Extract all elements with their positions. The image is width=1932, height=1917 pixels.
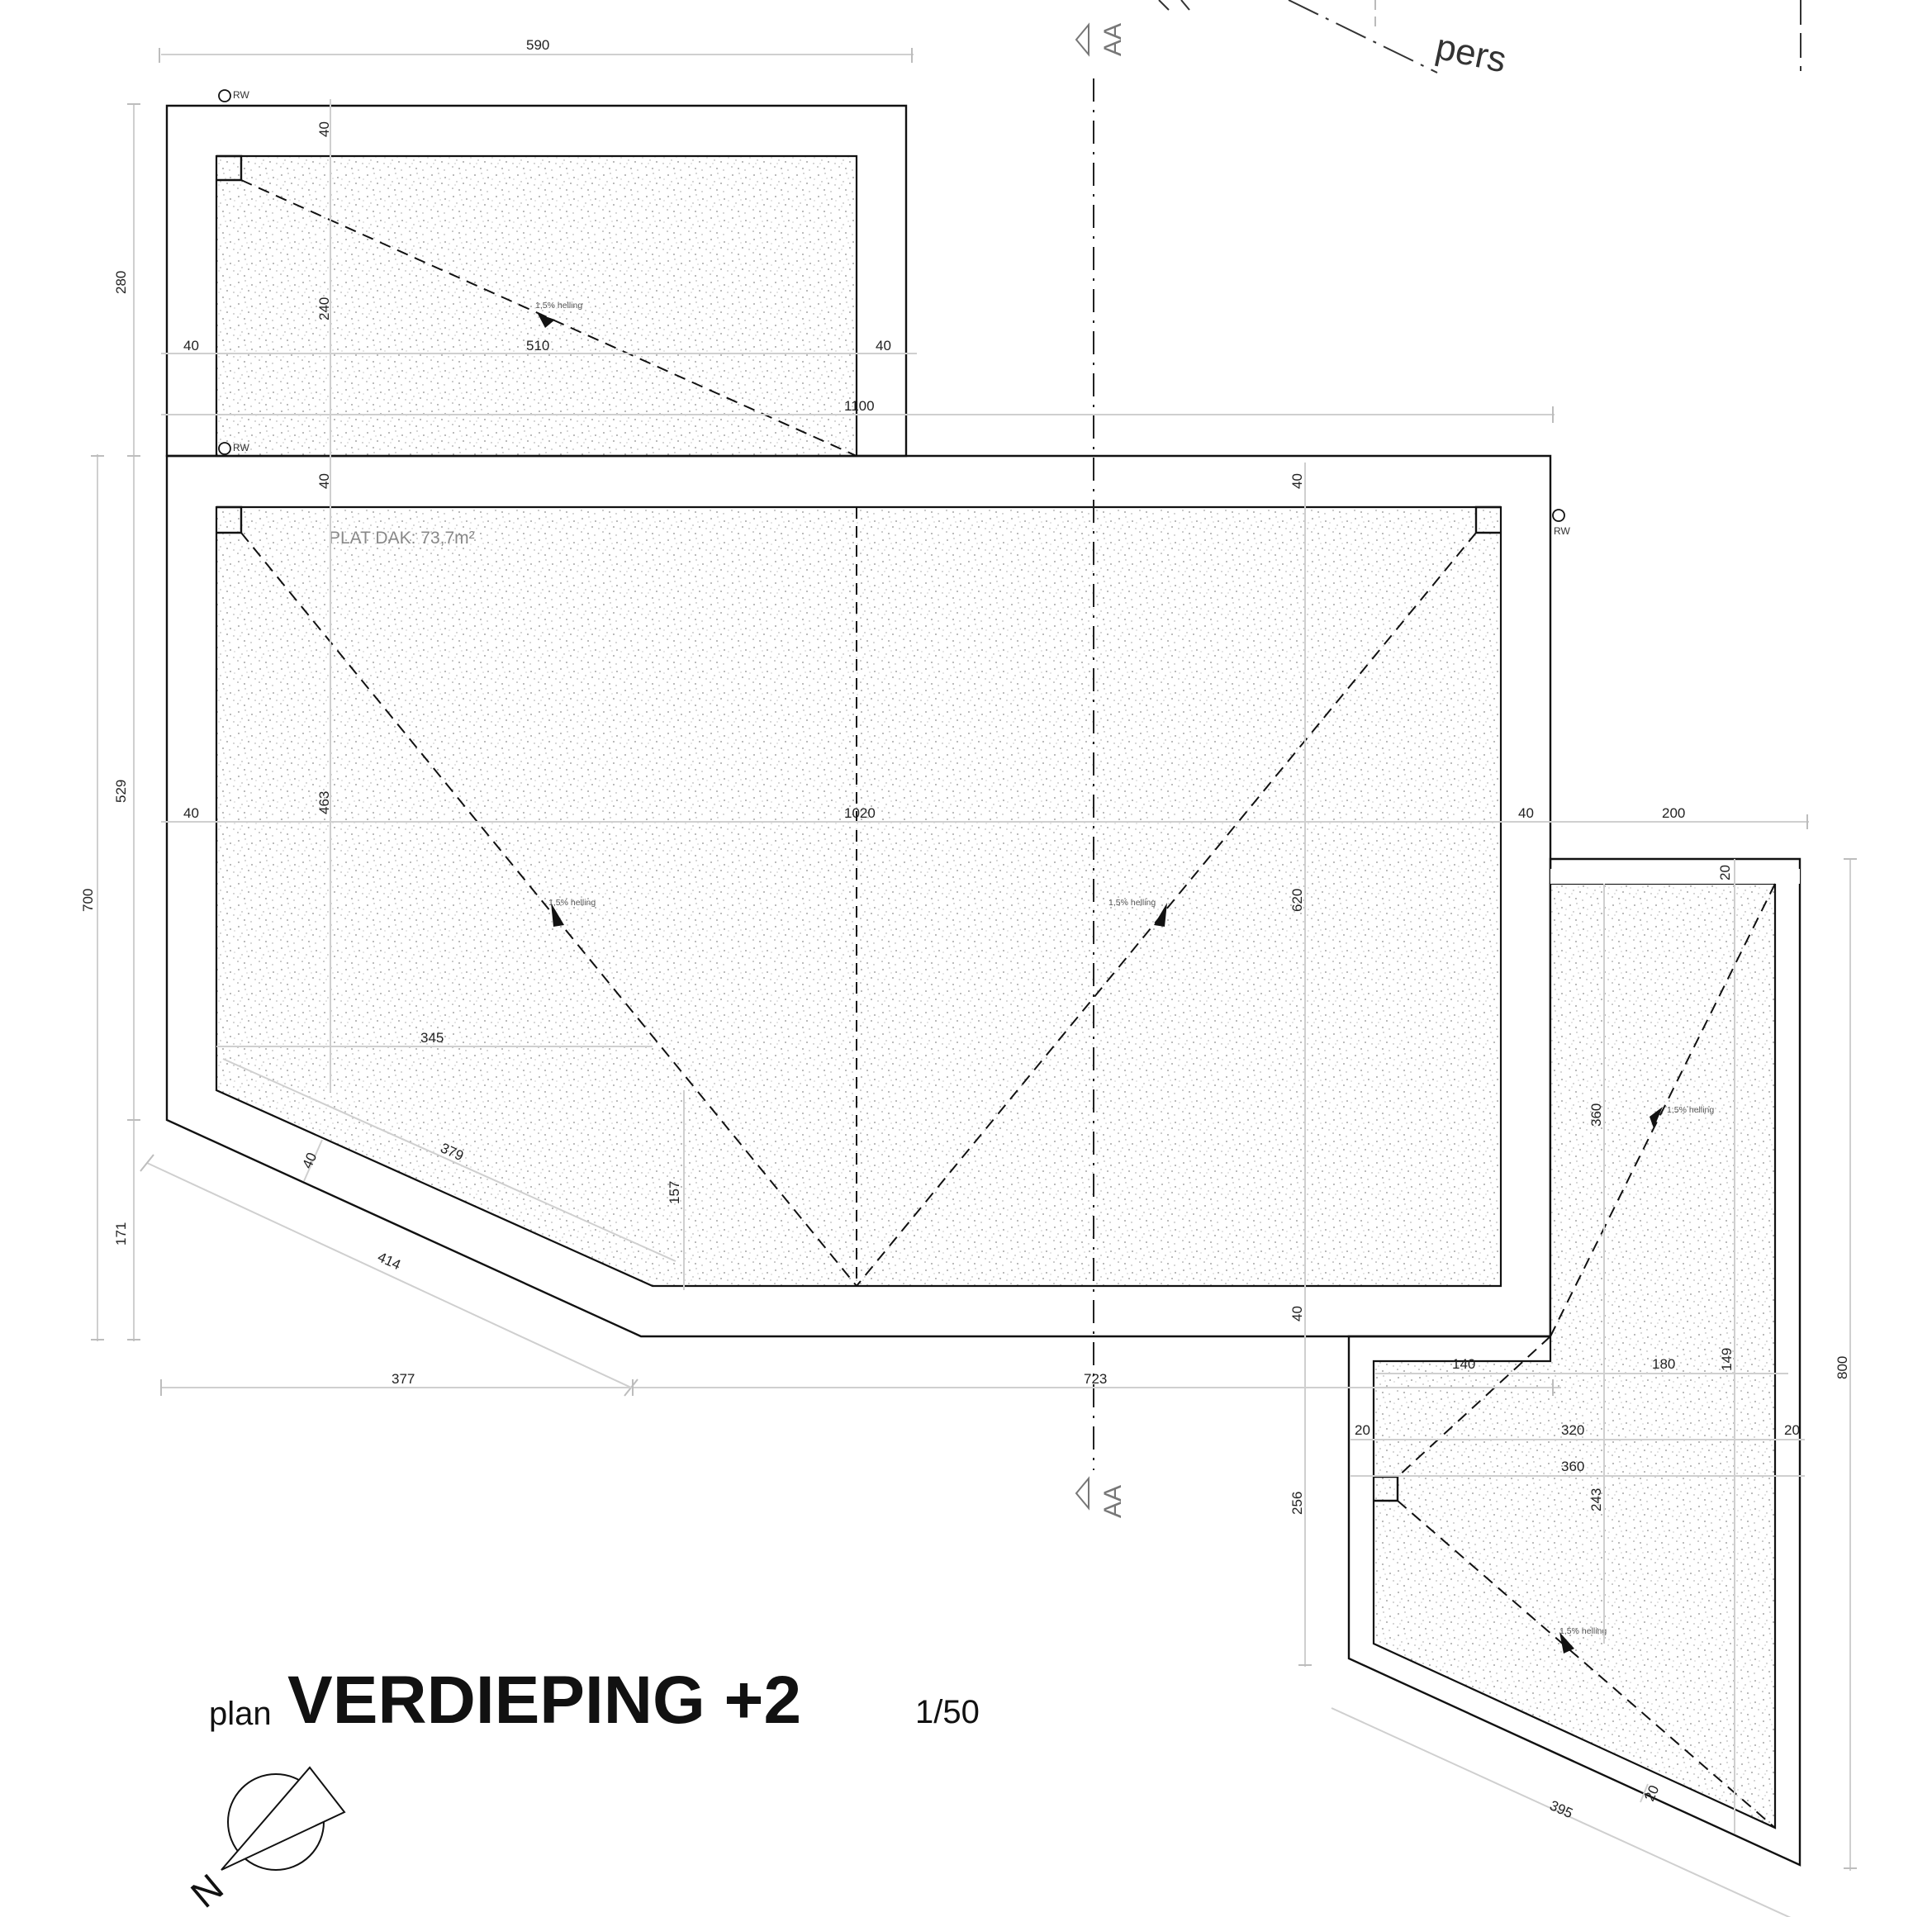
north-label: N [183,1865,231,1915]
north-arrow-icon [221,1766,346,1871]
dim-243: 243 [1588,1488,1604,1511]
perspective-fragment: pers [1158,0,1801,81]
main-slope-line-left [240,532,857,1287]
top-slope-line [240,179,857,457]
section-axis-aa: AA AA [1075,22,1127,1518]
drain-label-right: RW [1554,525,1570,537]
main-slope-label-left: 1,5% helling [548,898,596,908]
dim-mid-right: 40 [1518,805,1534,821]
drain-icon-right [1552,509,1565,522]
right-slope-line-upper-a [1550,883,1776,1337]
right-slope-line-upper-b [1397,1336,1551,1478]
title-scale: 1/50 [915,1694,980,1730]
dim-20-right: 20 [1784,1422,1800,1438]
dim-20-left: 20 [1355,1422,1370,1438]
dim-157: 157 [667,1181,682,1204]
dim-180: 180 [1652,1356,1675,1372]
top-slope-arrow [538,314,555,328]
right-slope-arrow-upper [1650,1107,1663,1128]
rainwater-drains: RW RW RW [218,89,1570,537]
drain-label-top: RW [233,89,249,101]
main-roof-block: 1,5% helling 1,5% helling PLAT DAK: 73,7… [165,454,1552,1338]
drain-icon-top [218,89,231,102]
dim-left-280: 280 [113,271,129,294]
dim-mid-200: 200 [1662,805,1685,821]
dim-r-40-top: 40 [1289,473,1305,489]
section-label-top: AA [1099,23,1127,56]
dim-left-700: 700 [80,889,96,912]
dim-345: 345 [420,1030,444,1046]
dim-left-529: 529 [113,780,129,803]
title-main: VERDIEPING +2 [287,1663,801,1738]
dim-r-40-bottom: 40 [1289,1306,1305,1321]
dim-row1-left: 40 [183,338,199,354]
dim-20-top: 20 [1717,865,1733,880]
dim-320: 320 [1561,1422,1584,1438]
dim-v-40-mid: 40 [316,473,332,489]
dim-total-1100: 1100 [844,398,875,414]
dim-723: 723 [1084,1371,1107,1387]
dimension-texts: 590 280 529 700 171 40 240 40 463 40 510… [80,37,1850,1821]
perspective-label: pers [1432,26,1510,81]
main-slope-arrow-right [1154,903,1167,927]
top-roof-block: 1,5% helling [165,104,908,458]
main-slope-line-right [856,532,1477,1287]
dim-mid-left: 40 [183,805,199,821]
drain-icon-mid [218,442,231,455]
main-roof-surface [215,505,1502,1288]
dim-140: 140 [1452,1356,1475,1372]
right-slope-arrow-lower [1559,1632,1574,1654]
main-roof-corner-mark-left [216,505,243,534]
dim-360-vertical: 360 [1588,1103,1604,1127]
dim-row1-right: 40 [876,338,891,354]
main-roof-outer-wall [165,454,1552,1338]
dim-left-171: 171 [113,1222,129,1246]
right-slope-label-upper: 1,5% helling [1667,1105,1714,1115]
dim-r-620: 620 [1289,889,1305,912]
north-arrow: N [183,1766,346,1916]
dim-v-240: 240 [316,297,332,320]
top-roof-corner-mark [216,154,243,182]
dim-800: 800 [1835,1356,1850,1379]
dim-mid-1020: 1020 [844,805,876,821]
dim-row1-mid: 510 [526,338,549,354]
right-slope-line-lower [1397,1500,1776,1829]
main-slope-label-right: 1,5% helling [1108,898,1156,908]
dim-v-40-top: 40 [316,121,332,137]
main-roof-corner-mark-right [1474,505,1501,534]
title-prefix: plan [209,1696,272,1732]
dimension-lines [91,48,1857,1917]
section-marker-top-icon [1075,22,1089,57]
section-label-bottom: AA [1099,1485,1127,1518]
dim-360-horizontal: 360 [1561,1459,1584,1474]
right-roof-block: 1,5% helling 1,5% helling [1347,857,1801,1867]
top-slope-label: 1,5% helling [535,301,582,311]
dim-v-463: 463 [316,791,332,814]
dim-256: 256 [1289,1492,1305,1515]
dim-377: 377 [392,1371,415,1387]
section-marker-bottom-icon [1075,1476,1089,1511]
dim-414: 414 [375,1249,403,1273]
dim-top-total: 590 [526,37,549,53]
drain-label-mid: RW [233,442,249,453]
roof-area-label: PLAT DAK: 73,7m² [329,529,475,548]
dim-149: 149 [1719,1348,1735,1371]
drawing-title: plan VERDIEPING +2 1/50 [209,1663,980,1738]
right-slope-label-lower: 1,5% helling [1559,1626,1607,1636]
main-slope-arrow-left [551,903,564,927]
